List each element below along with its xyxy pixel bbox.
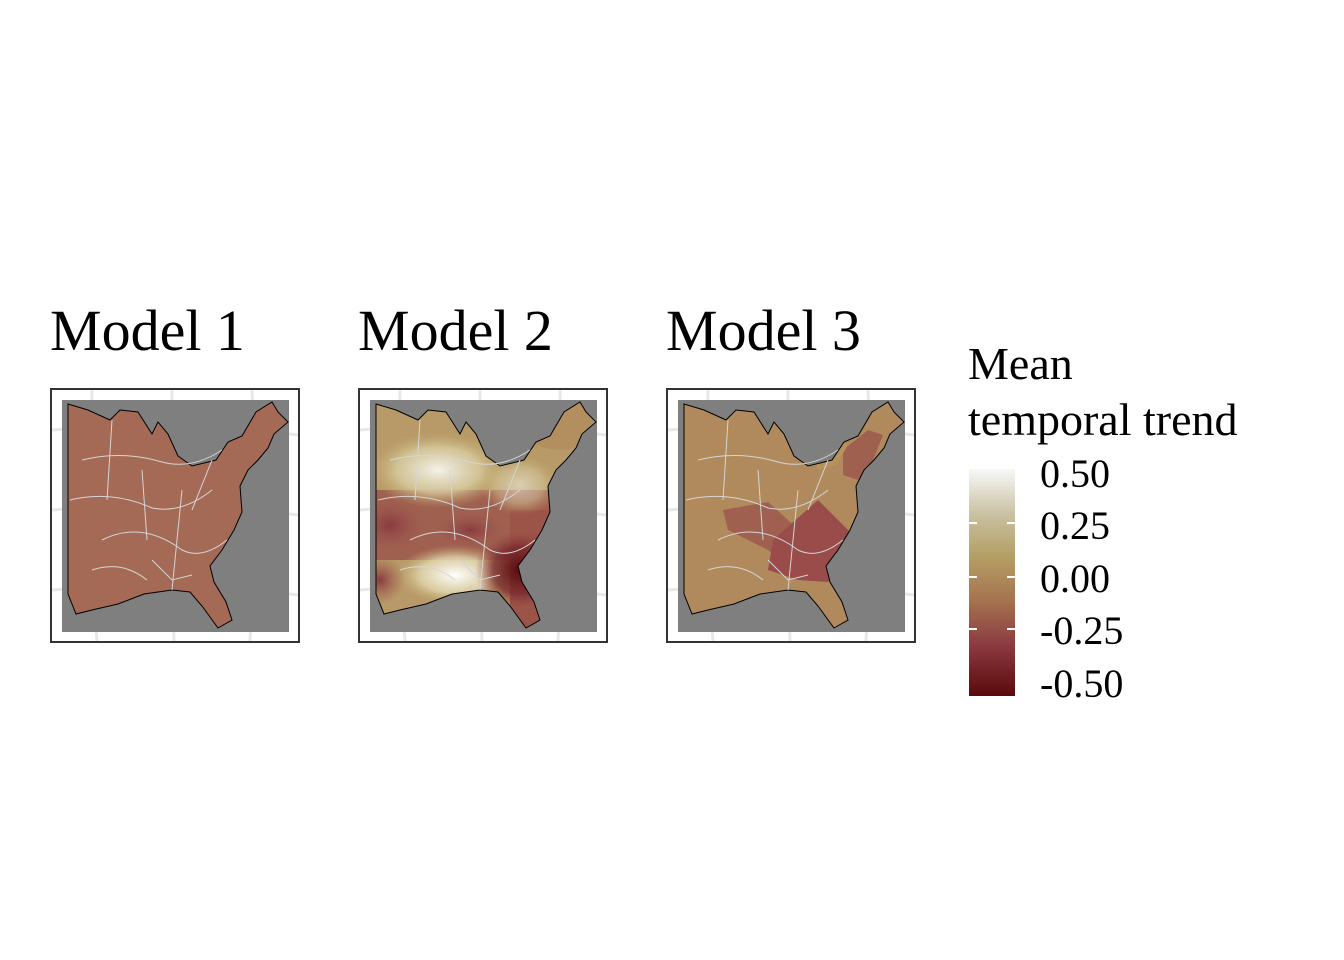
- legend-tick-mark: [1007, 628, 1015, 630]
- region-borders: [69, 419, 228, 591]
- legend-label-neg-0-25: -0.25: [1040, 608, 1124, 653]
- map-model-2: [360, 390, 606, 641]
- map-panel-model-3: [666, 388, 916, 643]
- legend-label-neg-0-50: -0.50: [1040, 661, 1124, 706]
- region-borders: [377, 419, 536, 591]
- coastline: [683, 401, 905, 629]
- legend-title-line-2: temporal trend: [968, 394, 1238, 445]
- region-borders: [685, 419, 844, 591]
- panel-title-model-1: Model 1: [50, 298, 245, 363]
- legend-color-bar: [969, 469, 1015, 696]
- legend-tick-mark: [969, 522, 977, 524]
- panel-title-model-2: Model 2: [358, 298, 553, 363]
- legend-tick-mark: [1007, 522, 1015, 524]
- map-model-1: [52, 390, 298, 641]
- legend-label-0-25: 0.25: [1040, 503, 1110, 548]
- map-panel-model-1: [50, 388, 300, 643]
- legend-title-line-1: Mean: [968, 338, 1073, 389]
- coastline: [375, 401, 597, 629]
- map-panel-model-2: [358, 388, 608, 643]
- legend-label-0-00: 0.00: [1040, 556, 1110, 601]
- map-model-3: [668, 390, 914, 641]
- legend-label-0-50: 0.50: [1040, 451, 1110, 496]
- coastline: [67, 401, 289, 629]
- legend-title: Mean temporal trend: [968, 336, 1238, 448]
- legend-tick-mark: [969, 628, 977, 630]
- panel-title-model-3: Model 3: [666, 298, 861, 363]
- legend-tick-mark: [969, 576, 977, 578]
- legend-tick-mark: [1007, 576, 1015, 578]
